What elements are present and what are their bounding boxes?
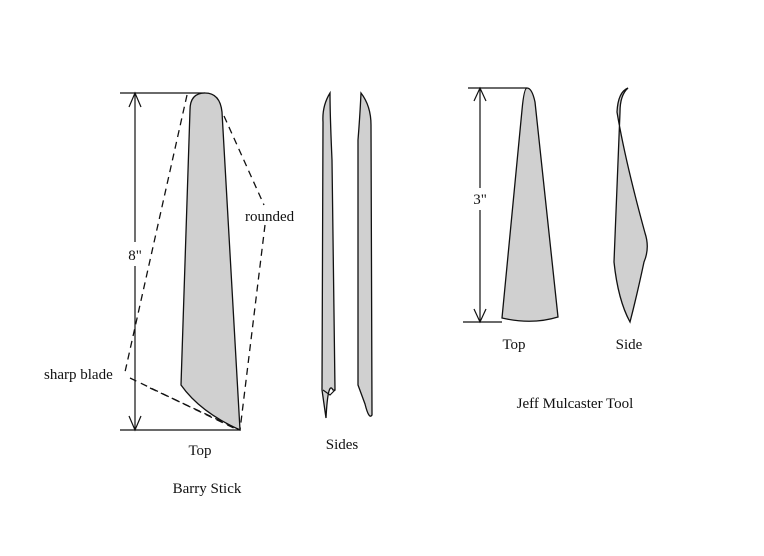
mulcaster-dimension-label: 3" — [473, 192, 487, 208]
mulcaster-side-label: Side — [616, 337, 643, 353]
barry-construction-lines — [124, 94, 266, 431]
barry-stick-side-view-right — [357, 91, 373, 417]
barry-side-left-tip — [322, 389, 336, 396]
barry-dimension-label: 8" — [128, 248, 142, 264]
barry-dimension-line — [120, 91, 240, 432]
mulcaster-dimension-line — [463, 86, 527, 324]
mulcaster-tool-group: 3" Top Side Jeff Mulcaster Tool — [463, 86, 648, 412]
mulcaster-top-view — [501, 87, 559, 322]
mulcaster-top-label: Top — [502, 337, 525, 353]
barry-stick-group: 8" rounded sharp blade Top Sides Barry S… — [44, 90, 373, 497]
barry-sides-label: Sides — [326, 437, 359, 453]
barry-stick-caption: Barry Stick — [173, 481, 242, 497]
annotation-sharp-blade: sharp blade — [44, 367, 113, 383]
mulcaster-tool-caption: Jeff Mulcaster Tool — [517, 396, 634, 412]
barry-stick-top-view — [180, 92, 241, 432]
barry-stick-side-view-left — [321, 90, 336, 419]
barry-top-label: Top — [188, 443, 211, 459]
annotation-rounded: rounded — [245, 209, 295, 225]
mulcaster-side-view — [613, 87, 648, 324]
